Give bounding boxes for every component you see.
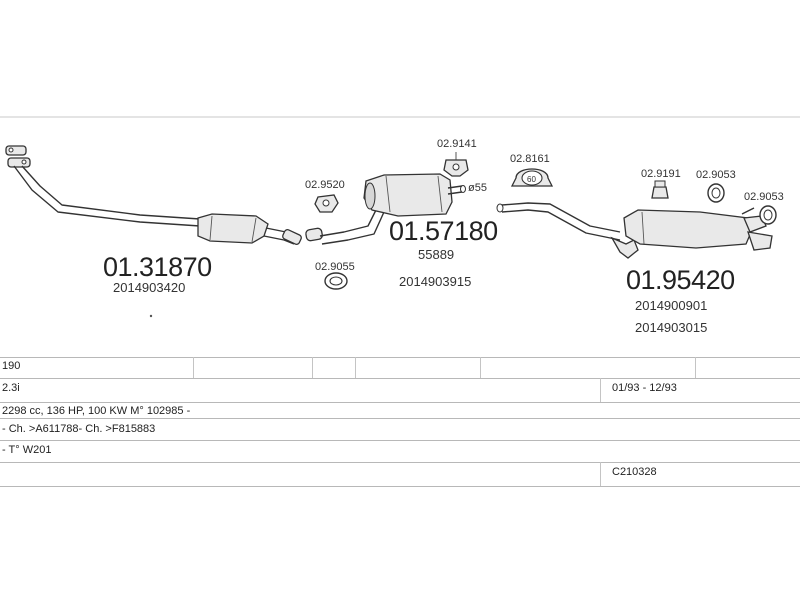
table-col-separator [600, 378, 601, 402]
part-number-front-pipe: 01.31870 [103, 252, 212, 282]
table-rule [0, 462, 800, 463]
chassis-range: - Ch. >A611788- Ch. >F815883 [2, 423, 156, 435]
table-col-separator [695, 357, 696, 378]
oem-number-rear-silencer-1: 2014900901 [635, 298, 707, 313]
oem-number-middle-silencer-1: 55889 [418, 247, 454, 262]
accessory-label-02-8161: 02.8161 [510, 153, 550, 165]
accessory-label-02-9053-a: 02.9053 [696, 169, 736, 181]
accessory-02-9191-mount [651, 180, 669, 199]
accessory-label-02-9055: 02.9055 [315, 261, 355, 273]
table-rule [0, 402, 800, 403]
rear-silencer-part [496, 202, 773, 259]
middle-silencer-part [305, 173, 466, 245]
table-rule [0, 486, 800, 487]
accessory-label-02-9520: 02.9520 [305, 179, 345, 191]
accessory-02-9141-bracket [443, 152, 469, 177]
table-col-separator [480, 357, 481, 378]
part-number-rear-silencer: 01.95420 [626, 265, 735, 295]
accessory-02-9055-ring [324, 272, 348, 290]
accessory-label-02-9191: 02.9191 [641, 168, 681, 180]
engine-label: 2.3i [2, 382, 20, 394]
accessory-02-8161-clamp [510, 168, 554, 187]
accessory-02-9053-ring-b [759, 205, 777, 225]
table-col-separator [312, 357, 313, 378]
oem-number-front-pipe: 2014903420 [113, 280, 185, 295]
clamp-size-label: 60 [527, 175, 536, 184]
front-pipe-flange [5, 145, 31, 168]
oem-number-middle-silencer-2: 2014903915 [399, 274, 471, 289]
production-years: 01/93 - 12/93 [612, 382, 677, 394]
accessory-02-9053-ring-a [707, 183, 725, 203]
table-rule [0, 440, 800, 441]
engine-spec: 2298 cc, 136 HP, 100 KW M° 102985 - [2, 405, 191, 417]
accessory-02-9520-mount [314, 194, 339, 213]
catalog-code: C210328 [612, 466, 657, 478]
accessory-label-02-9053-b: 02.9053 [744, 191, 784, 203]
part-number-middle-silencer: 01.57180 [389, 216, 498, 246]
front-pipe-part [5, 145, 302, 245]
diameter-label: ø55 [468, 182, 487, 194]
vehicle-model: 190 [2, 360, 21, 372]
table-rule [0, 378, 800, 379]
table-rule [0, 418, 800, 419]
table-rule [0, 357, 800, 358]
vehicle-type: - T° W201 [2, 444, 52, 456]
table-col-separator [600, 462, 601, 486]
oem-number-rear-silencer-2: 2014903015 [635, 320, 707, 335]
table-col-separator [355, 357, 356, 378]
table-col-separator [193, 357, 194, 378]
marker-dot [149, 314, 153, 318]
accessory-label-02-9141: 02.9141 [437, 138, 477, 150]
